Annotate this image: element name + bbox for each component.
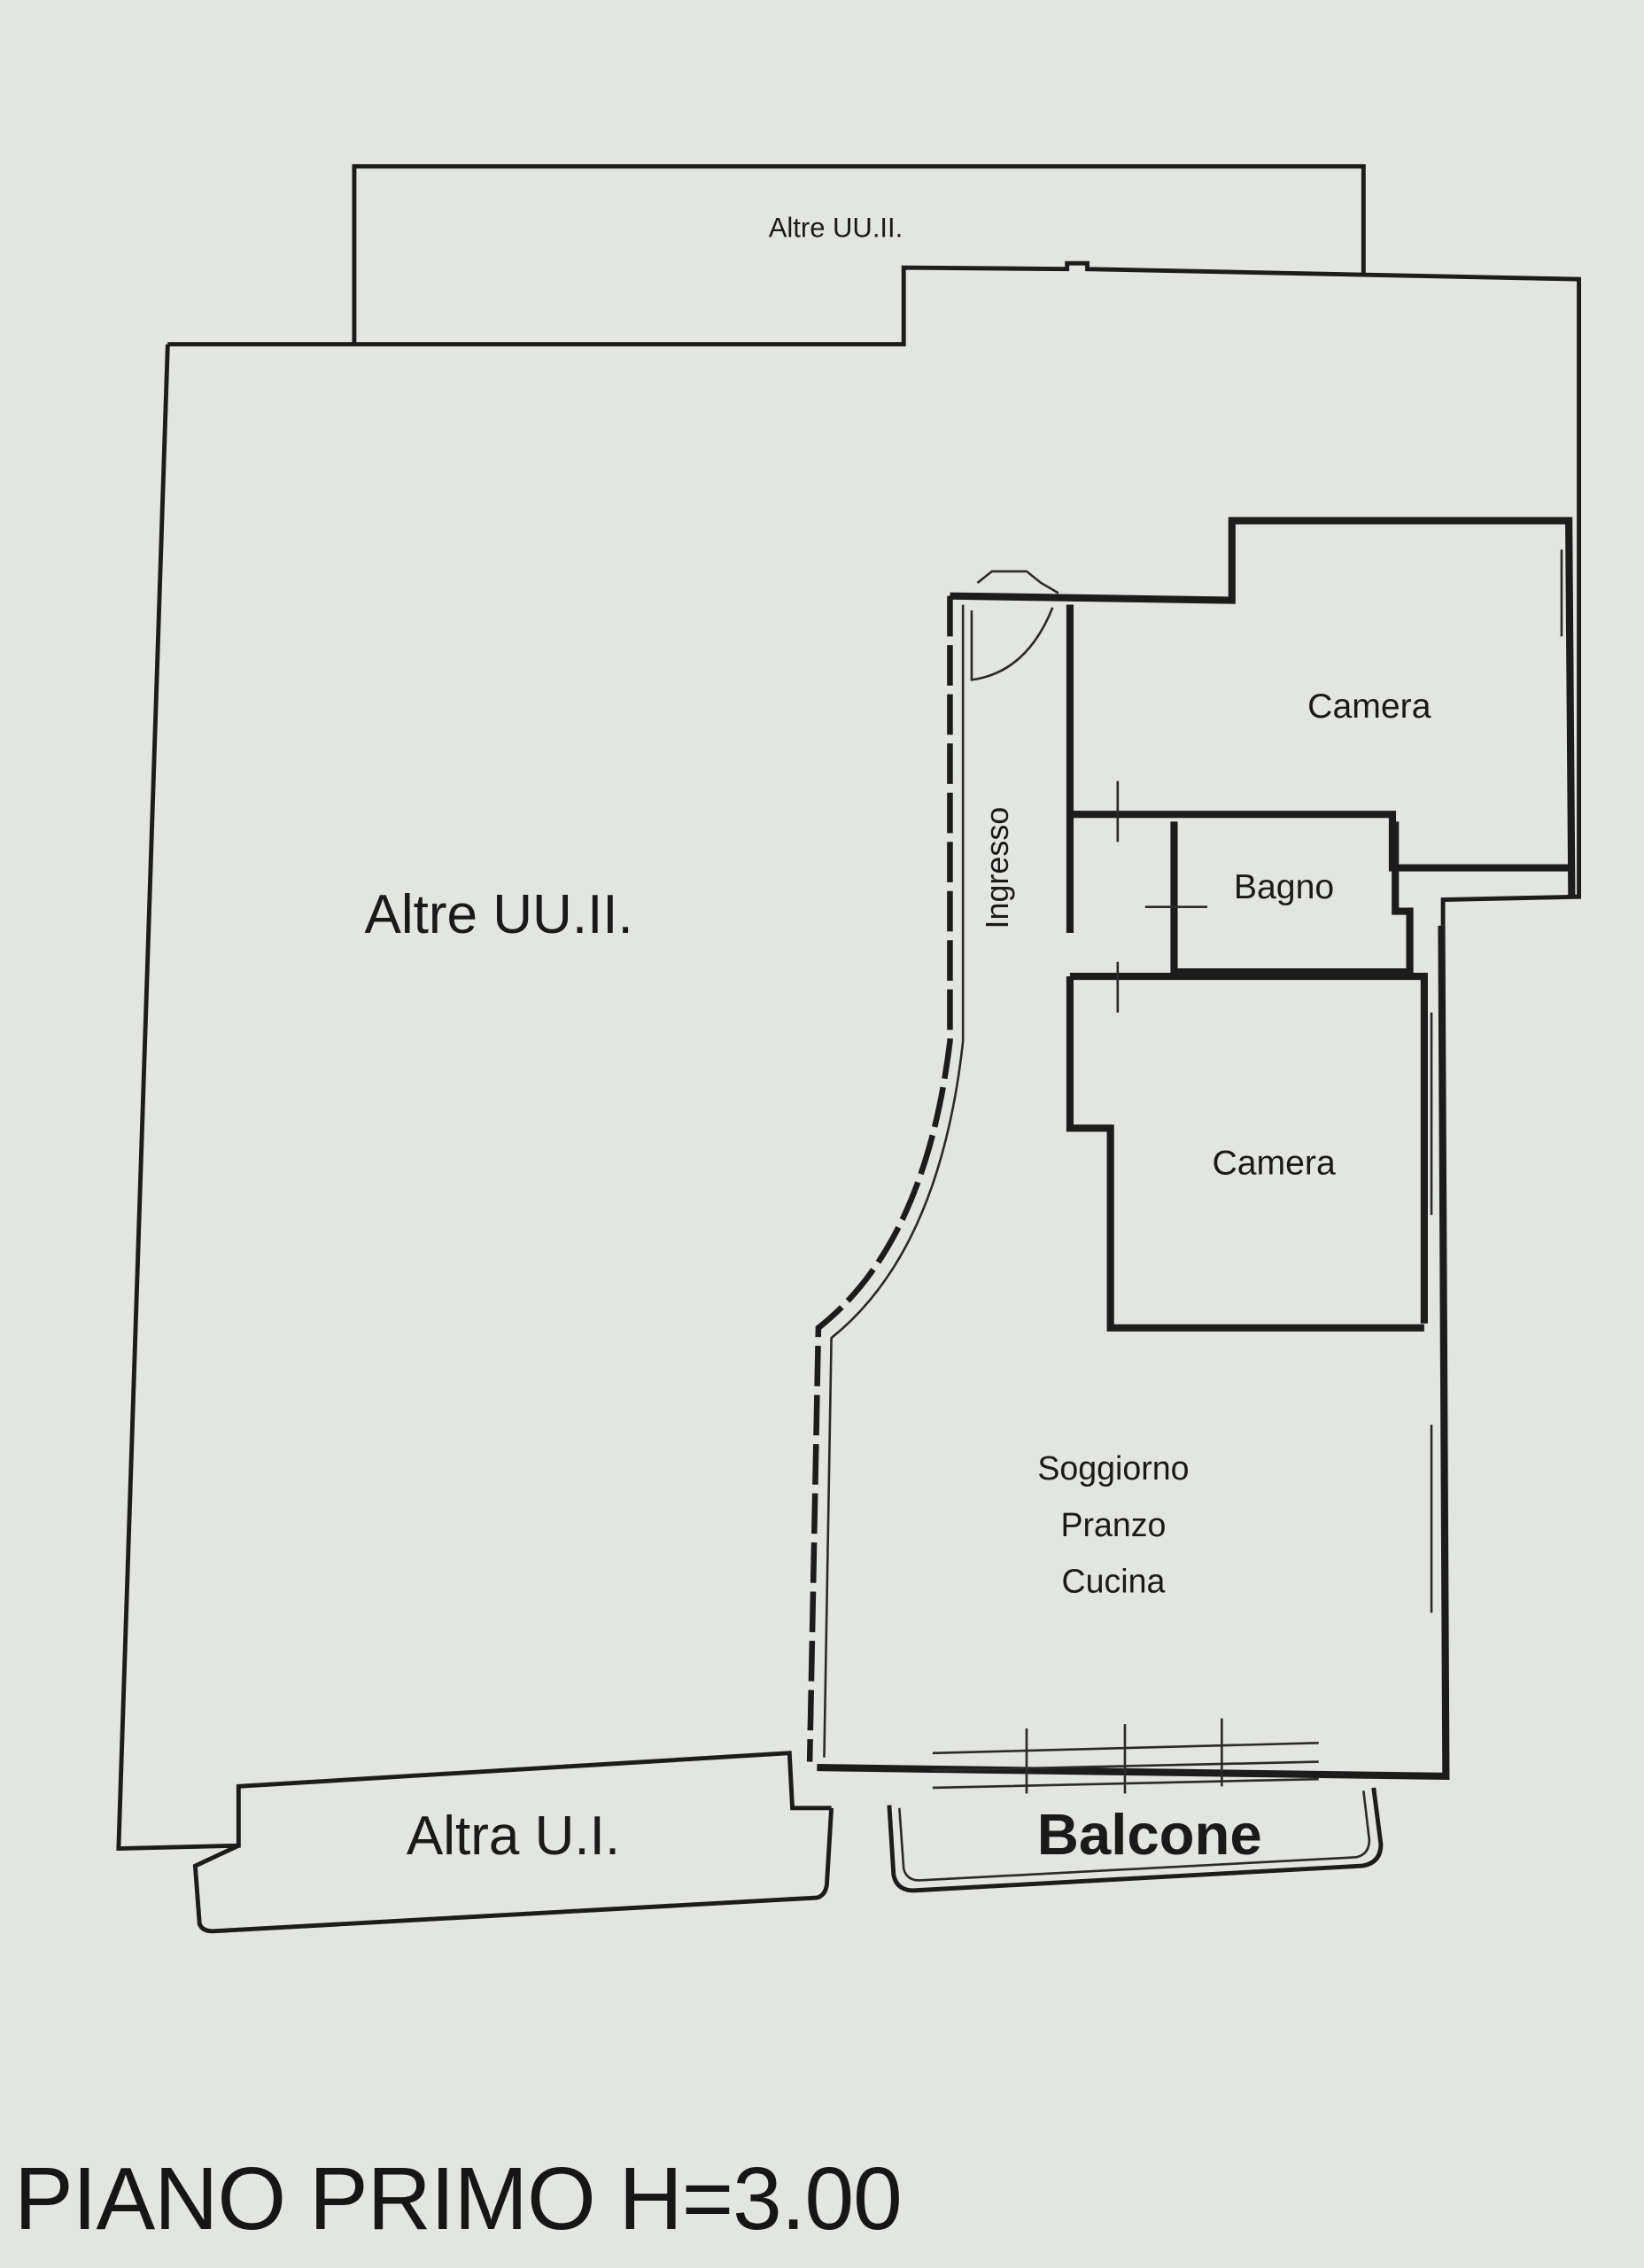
label-altre-top: Altre UU.II. xyxy=(769,213,903,244)
ingresso-left-wall-inner xyxy=(823,604,965,1758)
camera1-bottom-wall xyxy=(1069,811,1572,872)
label-altra-ui: Altra U.I. xyxy=(407,1806,620,1867)
annex-outline xyxy=(352,164,1366,345)
right-exterior-wall xyxy=(817,925,1450,1781)
altre-left-wall xyxy=(116,344,832,1852)
label-camera-1: Camera xyxy=(1307,687,1431,726)
apartment-top-wall xyxy=(950,517,1576,897)
camera2-walls xyxy=(1066,972,1428,1332)
door-markers xyxy=(1025,781,1223,1794)
building-outline xyxy=(167,260,1581,926)
entry-door-frame xyxy=(976,570,1059,594)
label-camera-2: Camera xyxy=(1212,1145,1336,1183)
balcone-inner xyxy=(898,1790,1371,1882)
label-ingresso: Ingresso xyxy=(979,807,1015,929)
ingresso-left-wall xyxy=(806,595,953,1762)
floor-title: PIANO PRIMO H=3.00 xyxy=(14,2149,903,2249)
altra-ui-outline xyxy=(192,1807,834,1934)
label-balcone: Balcone xyxy=(1037,1802,1262,1867)
balcone-outline xyxy=(887,1787,1384,1893)
bagno-walls xyxy=(1170,821,1414,976)
label-cucina: Cucina xyxy=(1062,1563,1166,1600)
entry-door-swing xyxy=(970,607,1054,681)
label-soggiorno: Soggiorno xyxy=(1037,1449,1189,1487)
window-right-1 xyxy=(1430,549,1563,1216)
label-bagno: Bagno xyxy=(1234,868,1334,906)
label-altre-main: Altre UU.II. xyxy=(365,884,633,945)
label-pranzo: Pranzo xyxy=(1060,1506,1166,1543)
